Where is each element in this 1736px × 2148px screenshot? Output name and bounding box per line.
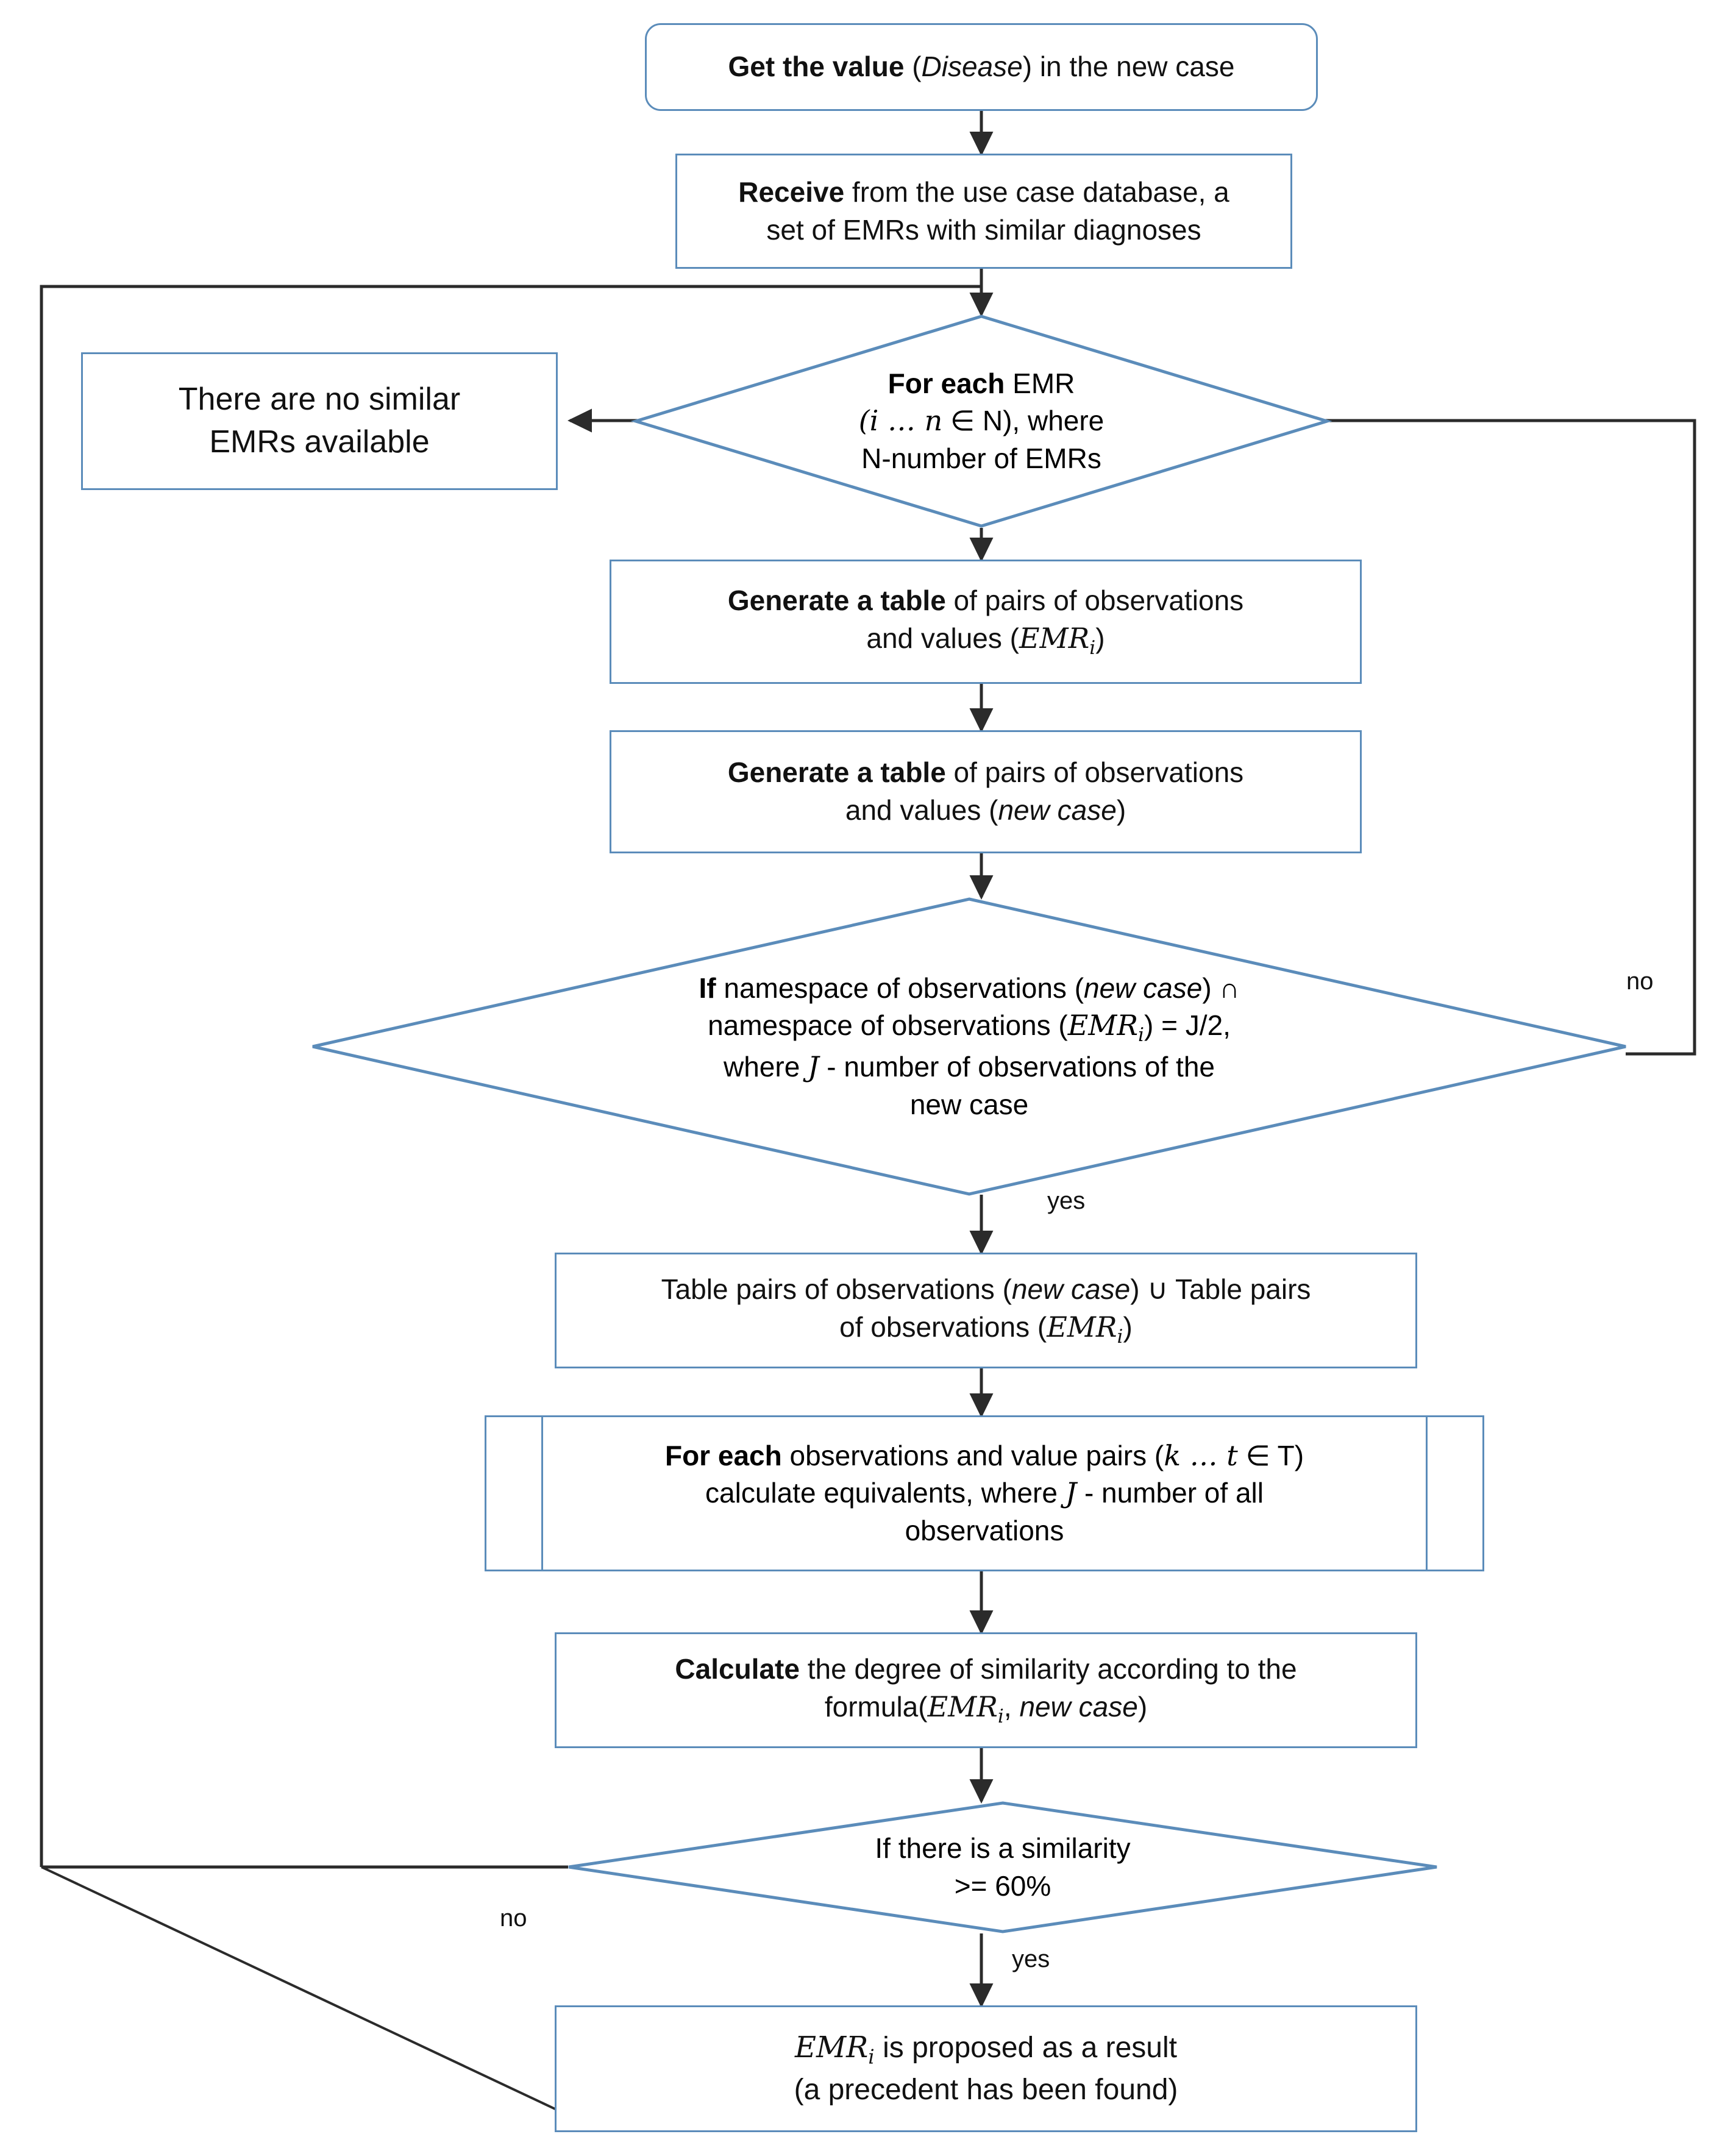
node-for-each-emr-label: For each EMR (i … n ∈ N), where N-number…	[858, 367, 1105, 474]
node-generate-table-emr-label: Generate a table of pairs of observation…	[727, 585, 1244, 659]
node-receive-emrs-label: Receive from the use case database, a se…	[738, 176, 1229, 246]
node-namespace-check-label: If namespace of observations (new case) …	[699, 972, 1240, 1120]
node-get-value[interactable]: Get the value (Disease) in the new case	[645, 23, 1318, 111]
namespace-check-diamond-shape	[312, 897, 1626, 1196]
node-union-tables[interactable]: Table pairs of observations (new case) ∪…	[555, 1253, 1417, 1368]
node-similarity-check[interactable]: If there is a similarity >= 60%	[567, 1801, 1439, 1933]
node-calculate-similarity[interactable]: Calculate the degree of similarity accor…	[555, 1632, 1417, 1748]
node-calculate-equivalents-label: For each observations and value pairs (k…	[664, 1439, 1304, 1546]
edge-label-similarity-yes: yes	[1012, 1946, 1050, 1972]
subroutine-left-bar	[541, 1417, 543, 1570]
node-similarity-check-label: If there is a similarity >= 60%	[875, 1832, 1131, 1902]
node-calculate-similarity-label: Calculate the degree of similarity accor…	[675, 1653, 1297, 1727]
node-namespace-check[interactable]: If namespace of observations (new case) …	[311, 897, 1628, 1196]
node-result-label: EMRi is proposed as a result (a preceden…	[794, 2030, 1178, 2106]
node-receive-emrs[interactable]: Receive from the use case database, a se…	[675, 154, 1292, 269]
node-no-similar-emrs[interactable]: There are no similar EMRs available	[81, 352, 558, 490]
node-generate-table-newcase[interactable]: Generate a table of pairs of observation…	[610, 730, 1362, 853]
edge-rail-diagonal-to-result	[41, 1866, 558, 2111]
for-each-emr-diamond-shape	[630, 315, 1332, 528]
edge-label-namespace-yes: yes	[1047, 1187, 1086, 1214]
node-no-similar-emrs-label: There are no similar EMRs available	[178, 382, 461, 460]
node-result[interactable]: EMRi is proposed as a result (a preceden…	[555, 2005, 1417, 2132]
node-for-each-emr[interactable]: For each EMR (i … n ∈ N), where N-number…	[630, 315, 1332, 528]
node-get-value-label: Get the value (Disease) in the new case	[728, 51, 1235, 83]
edge-label-similarity-no: no	[500, 1905, 527, 1932]
similarity-check-diamond-shape	[568, 1801, 1437, 1933]
edge-label-namespace-no: no	[1626, 968, 1654, 995]
node-generate-table-newcase-label: Generate a table of pairs of observation…	[727, 756, 1244, 826]
node-union-tables-label: Table pairs of observations (new case) ∪…	[661, 1273, 1311, 1348]
node-calculate-equivalents[interactable]: For each observations and value pairs (k…	[485, 1415, 1484, 1571]
node-generate-table-emr[interactable]: Generate a table of pairs of observation…	[610, 560, 1362, 684]
subroutine-right-bar	[1426, 1417, 1428, 1570]
